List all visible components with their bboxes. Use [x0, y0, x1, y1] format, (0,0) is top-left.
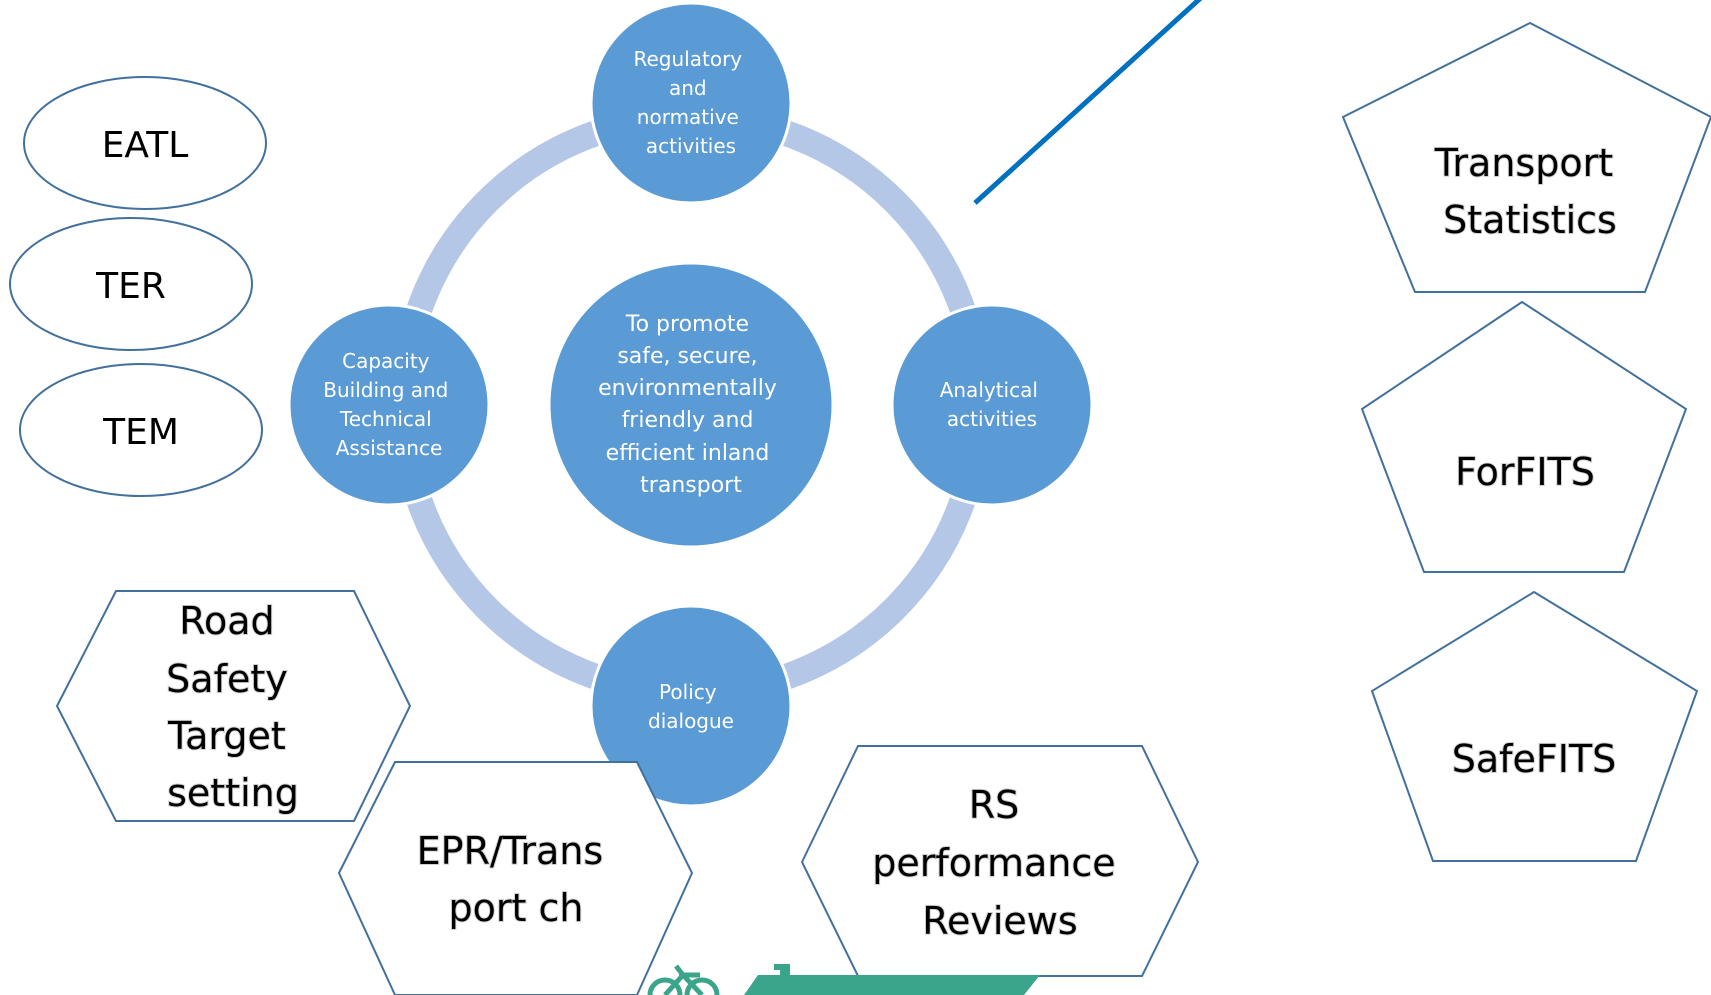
- bicycle-and-ship-logo: [647, 964, 1040, 995]
- node-line: Analytical: [940, 378, 1038, 402]
- node-line: activities: [646, 134, 736, 158]
- hexagon-line: RS: [969, 783, 1020, 827]
- node-line: and: [669, 76, 707, 100]
- svg-text:EPR/Trans port ch: EPR/Trans port ch: [417, 829, 616, 930]
- node-capacity-building: Capacity Building and Technical Assistan…: [287, 303, 491, 507]
- node-line: Capacity: [342, 349, 430, 373]
- ellipse-tem: TEM: [19, 363, 263, 497]
- center-line: transport: [640, 473, 742, 498]
- svg-text:Road Safety Target: Road Safety Target setting: [166, 599, 300, 815]
- center-line: friendly and: [622, 408, 754, 433]
- node-line: normative: [637, 105, 739, 129]
- node-line: dialogue: [648, 709, 734, 733]
- pentagon-transport-statistics: Transport Statistics: [1341, 21, 1711, 293]
- center-line: safe, secure,: [617, 344, 757, 369]
- hexagon-line: port ch: [449, 886, 584, 930]
- node-policy-dialogue: Policy dialogue: [589, 604, 793, 808]
- svg-text:SafeFITS: SafeFITS: [1452, 737, 1617, 781]
- hexagon-line: setting: [167, 771, 299, 815]
- pentagon-safefits: SafeFITS: [1370, 590, 1699, 862]
- hexagon-line: Target: [167, 714, 286, 758]
- svg-text:ForFITS: ForFITS: [1455, 450, 1595, 494]
- svg-text:Regulatory and nor: Regulatory and normative activities: [634, 47, 749, 158]
- center-goal-text: To promote safe, secure, environmentally…: [598, 312, 784, 498]
- hexagon-line: EPR/Trans: [417, 829, 604, 873]
- hexagon-line: Road: [179, 599, 274, 643]
- ellipse-label: TEM: [102, 412, 179, 453]
- bicycle-icon: [647, 964, 720, 995]
- center-goal: To promote safe, secure, environmentally…: [547, 261, 835, 549]
- node-line: Building and: [323, 378, 448, 402]
- ellipse-ter: TER: [9, 217, 253, 351]
- node-line: Assistance: [336, 436, 443, 460]
- node-line: Policy: [659, 680, 717, 704]
- connector-line: [973, 0, 1203, 205]
- hexagon-line: Reviews: [922, 899, 1077, 943]
- svg-text:Analytical activities: Analytical activities: [940, 378, 1045, 431]
- node-analytical: Analytical activities: [890, 303, 1094, 507]
- svg-text:Transport Statistics: Transport Statistics: [1434, 141, 1625, 242]
- center-line: efficient inland: [606, 441, 770, 466]
- hexagon-road-safety-target: Road Safety Target setting: [55, 590, 412, 822]
- node-line: Technical: [339, 407, 432, 431]
- ellipse-label: TER: [95, 266, 166, 307]
- pentagon-line: ForFITS: [1455, 450, 1595, 494]
- pentagon-line: SafeFITS: [1452, 737, 1617, 781]
- ellipse-eatl: EATL: [23, 76, 267, 210]
- pentagon-line: Transport: [1434, 141, 1613, 185]
- hexagon-line: performance: [872, 841, 1115, 885]
- node-line: Regulatory: [634, 47, 743, 71]
- hexagon-epr-transport-ch: EPR/Trans port ch: [337, 761, 694, 995]
- svg-text:Capacity Building and: Capacity Building and Technical Assistan…: [323, 349, 454, 460]
- node-line: activities: [947, 407, 1037, 431]
- svg-text:RS performance Rev: RS performance Reviews: [872, 783, 1127, 943]
- pentagon-forfits: ForFITS: [1360, 300, 1688, 573]
- pentagon-line: Statistics: [1443, 198, 1617, 242]
- ellipse-label: EATL: [102, 125, 189, 166]
- hexagon-line: Safety: [166, 657, 288, 701]
- hexagon-rs-performance-reviews: RS performance Reviews: [800, 745, 1200, 977]
- svg-text:Policy dialogue: Policy dialogue: [648, 680, 734, 733]
- ship-icon: [744, 964, 1040, 995]
- center-line: environmentally: [598, 376, 777, 401]
- center-line: To promote: [625, 312, 749, 337]
- node-regulatory: Regulatory and normative activities: [589, 1, 793, 205]
